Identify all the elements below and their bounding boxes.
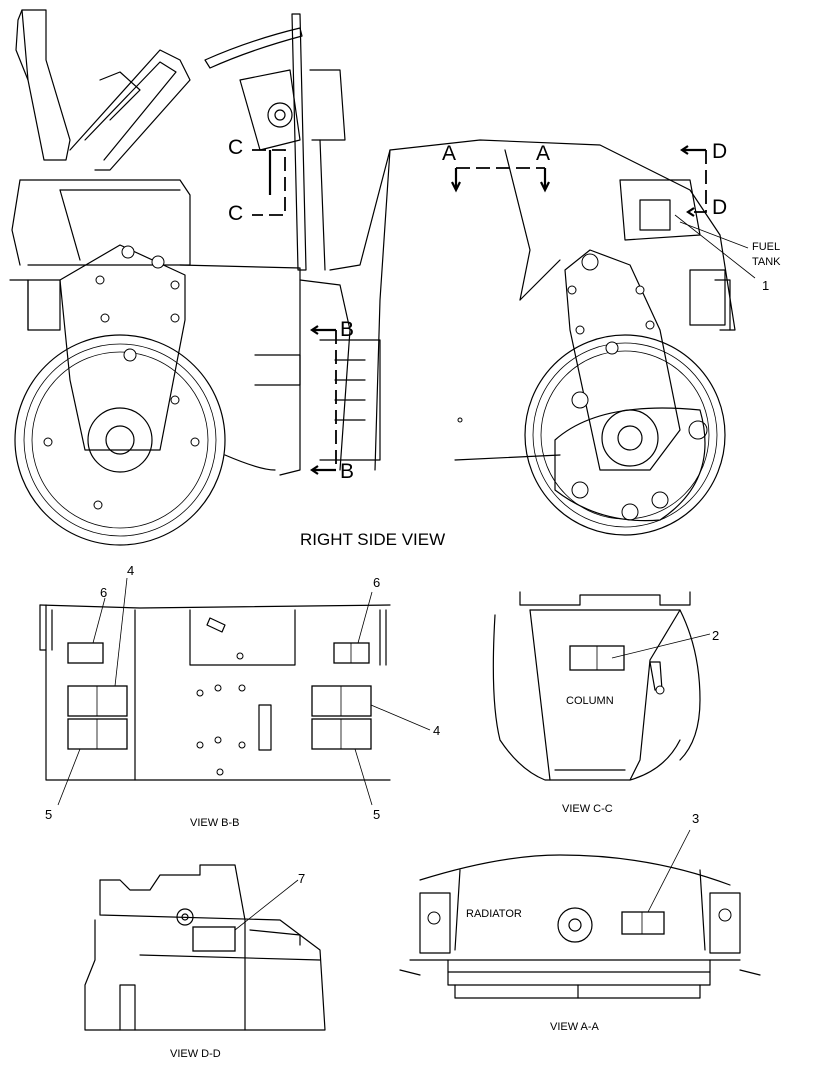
callout-2: 2 — [712, 628, 719, 643]
view-dd-title: VIEW D-D — [170, 1048, 221, 1060]
rear-drum — [14, 334, 226, 546]
radiator-cap — [557, 907, 593, 943]
decal-6-left — [67, 642, 104, 664]
machine-side-view — [9, 9, 736, 546]
view-aa — [399, 829, 761, 999]
fuel-label: FUEL — [752, 241, 780, 253]
section-lines — [252, 145, 707, 475]
front-yoke — [564, 249, 681, 471]
rops-frame — [69, 49, 191, 171]
radiator-label: RADIATOR — [466, 908, 522, 920]
column-label: COLUMN — [566, 695, 614, 707]
view-aa-title: VIEW A-A — [550, 1021, 600, 1033]
view-cc — [492, 591, 711, 781]
callout-3: 3 — [692, 811, 699, 826]
section-marker-d-bottom: D — [712, 196, 727, 219]
decal-3 — [621, 911, 665, 935]
section-marker-c-bottom: C — [228, 202, 243, 225]
view-cc-title: VIEW C-C — [562, 803, 613, 815]
operator-seat — [21, 9, 71, 161]
view-dd — [84, 864, 326, 1031]
rear-yoke — [59, 244, 186, 451]
callout-6-left: 6 — [100, 585, 107, 600]
section-marker-b-bottom: B — [340, 460, 354, 483]
decal-5-left — [67, 718, 128, 750]
callout-7: 7 — [298, 871, 305, 886]
decal-6-right — [333, 642, 370, 664]
callout-6-right: 6 — [373, 575, 380, 590]
steering-wheel — [204, 27, 303, 69]
decal-4-right — [311, 685, 372, 717]
view-bb — [39, 577, 431, 806]
section-marker-d-top: D — [712, 140, 727, 163]
section-marker-a-right: A — [536, 142, 550, 165]
callout-1: 1 — [762, 278, 769, 293]
front-drum — [524, 334, 726, 536]
left-mount — [419, 892, 451, 954]
decal-7 — [192, 926, 236, 952]
section-marker-c-top: C — [228, 136, 243, 159]
decal-4-left — [67, 685, 128, 717]
section-marker-a-left: A — [442, 142, 456, 165]
decal-5-right — [311, 718, 372, 750]
callout-4-left: 4 — [127, 563, 134, 578]
callout-5-left: 5 — [45, 807, 52, 822]
section-marker-b-top: B — [340, 318, 354, 341]
callout-4-right: 4 — [433, 723, 440, 738]
callout-5-right: 5 — [373, 807, 380, 822]
main-view-title: RIGHT SIDE VIEW — [300, 530, 445, 549]
tank-label: TANK — [752, 256, 781, 268]
view-bb-title: VIEW B-B — [190, 817, 240, 829]
right-mount — [709, 892, 741, 954]
